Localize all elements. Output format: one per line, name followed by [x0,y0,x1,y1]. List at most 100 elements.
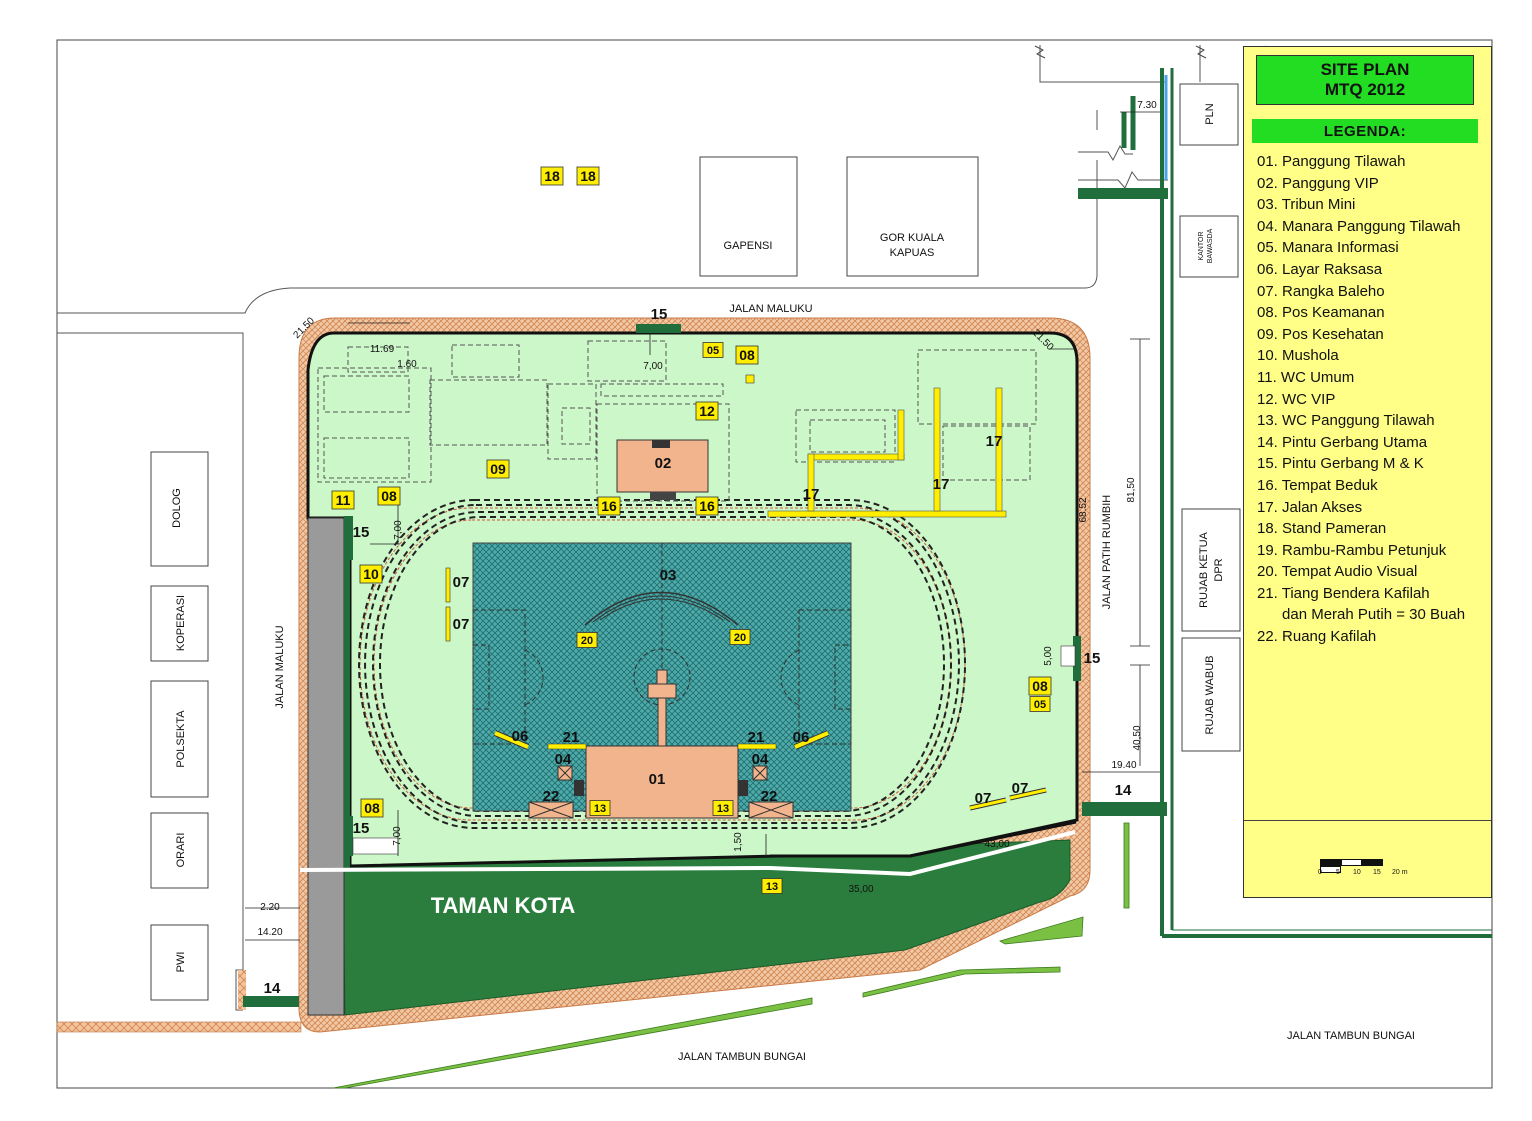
dimension-label: 7.30 [1137,100,1157,111]
dimension-label: 81,50 [1126,477,1137,502]
legend-number-label: 06 [793,729,810,746]
building-kantor-line1: KANTOR [1198,231,1205,260]
legend-number-label: 08 [739,347,755,363]
dimension-label: 7,00 [392,826,403,846]
legend-number-tag [729,629,751,645]
legend-number-tag [360,798,384,818]
legend-number-label: 22 [543,788,560,805]
legend-number-label: 17 [933,476,950,493]
legend-number-tag [1028,676,1052,696]
scale-label: 20 m [1392,869,1408,876]
legend-number-label: 20 [581,635,593,647]
legend-item: 05. Manara Informasi [1257,239,1399,257]
legend-number-label: 13 [594,803,606,815]
scale-label: 15 [1373,869,1381,876]
building-gapensi: GAPENSI [724,240,773,252]
legend-number-label: 11 [336,492,351,508]
building-pwi: PWI [175,952,187,973]
building-gor-line1: GOR KUALA [880,232,945,244]
legend-number-tag [377,486,401,506]
legend-number-label: 08 [1032,678,1048,694]
legend-number-label: 14 [1115,782,1132,799]
legend-item: 02. Panggung VIP [1257,174,1379,192]
legend-item: 03. Tribun Mini [1257,196,1356,214]
legend-item: 09. Pos Kesehatan [1257,325,1384,343]
legend-number-label: 22 [761,788,778,805]
building-rujab-wabub: RUJAB WABUB [1204,655,1216,734]
legend-number-label: 15 [1084,650,1101,667]
legend-number-label: 07 [453,574,470,591]
legend-number-label: 03 [660,567,677,584]
legend-number-label: 07 [975,790,992,807]
dimension-label: 35,00 [848,884,873,895]
building-dolog: DOLOG [171,488,183,528]
legend-number-label: 12 [699,403,715,419]
legend-number-tag [486,459,510,479]
legend-heading: LEGENDA: [1252,119,1478,143]
legend-number-tag [1029,696,1051,712]
dimension-label: 1.60 [397,359,417,370]
building-orari: ORARI [175,833,187,868]
dimension-label: 5,00 [1043,646,1054,666]
building-rujab-ketua-line2: DPR [1213,558,1225,581]
legend-number-label: 08 [364,800,380,816]
scale-label: 10 [1353,869,1361,876]
legend-number-tag [576,166,600,186]
legend-number-tag [695,496,719,516]
scale-label: 0 [1318,869,1322,876]
legend-number-label: 14 [264,980,281,997]
legend-number-label: 05 [1034,699,1046,711]
legend-number-label: 04 [752,751,769,768]
legend-number-tag [540,166,564,186]
legend-item: 07. Rangka Baleho [1257,282,1385,300]
legend-item: 16. Tempat Beduk [1257,476,1378,494]
taman-kota-label: TAMAN KOTA [431,893,576,918]
legend-number-label: 09 [490,461,506,477]
building-polsekta: POLSEKTA [175,710,187,768]
legend-item: dan Merah Putih = 30 Buah [1257,606,1466,624]
legend-item: 22. Ruang Kafilah [1257,628,1377,646]
legend-number-label: 07 [1012,780,1029,797]
legend-item: 04. Manara Panggung Tilawah [1257,217,1461,235]
legend-number-label: 18 [580,168,596,184]
street-jalan-tambun-bungai: JALAN TAMBUN BUNGAI [678,1051,806,1063]
legend-item: 15. Pintu Gerbang M & K [1257,455,1424,473]
street-jalan-maluku-top: JALAN MALUKU [729,303,812,315]
legend-number-tag [597,496,621,516]
legend-item: 01. Panggung Tilawah [1257,153,1406,170]
building-pln: PLN [1204,103,1216,124]
scale-label: 5 [1336,869,1340,876]
legend-item: 11. WC Umum [1257,368,1355,386]
legend-number-tag [576,632,598,648]
legend-number-label: 17 [803,486,820,503]
dimension-label: 43,00 [984,839,1009,850]
legend-number-label: 02 [655,455,672,472]
dimension-label: 7,00 [643,361,663,372]
dimension-label: 7,00 [393,520,404,540]
legend-number-label: 20 [734,632,746,644]
legend-number-label: 17 [986,433,1003,450]
legend-item: 12. WC VIP [1257,390,1336,408]
legend-number-label: 08 [381,488,397,504]
legend-item: 20. Tempat Audio Visual [1257,563,1418,581]
dimension-label: 11.69 [370,344,395,355]
title-line2: MTQ 2012 [1324,80,1406,99]
legend-number-tag [695,401,719,421]
legend-number-label: 15 [651,306,668,323]
legend-separator [1244,820,1491,821]
legend-item: 19. Rambu-Rambu Petunjuk [1257,541,1447,559]
legend-item: 18. Stand Pameran [1257,520,1387,538]
legend-number-label: 06 [512,728,529,745]
legend-number-tag [735,345,759,365]
legend-number-label: 10 [363,566,379,582]
legend-number-tag [712,800,734,816]
legend-item: 13. WC Panggung Tilawah [1257,412,1435,430]
legend-number-label: 13 [766,881,778,893]
scale-labels: 0 5 10 15 20 m [1316,869,1426,879]
legend-item: 21. Tiang Bendera Kafilah [1257,584,1430,602]
legend-number-label: 05 [707,345,719,357]
dimension-label: 2.20 [260,902,280,913]
legend-item: 06. Layar Raksasa [1257,260,1383,278]
title-line1: SITE PLAN [1320,60,1410,79]
legend-number-tag [331,490,355,510]
